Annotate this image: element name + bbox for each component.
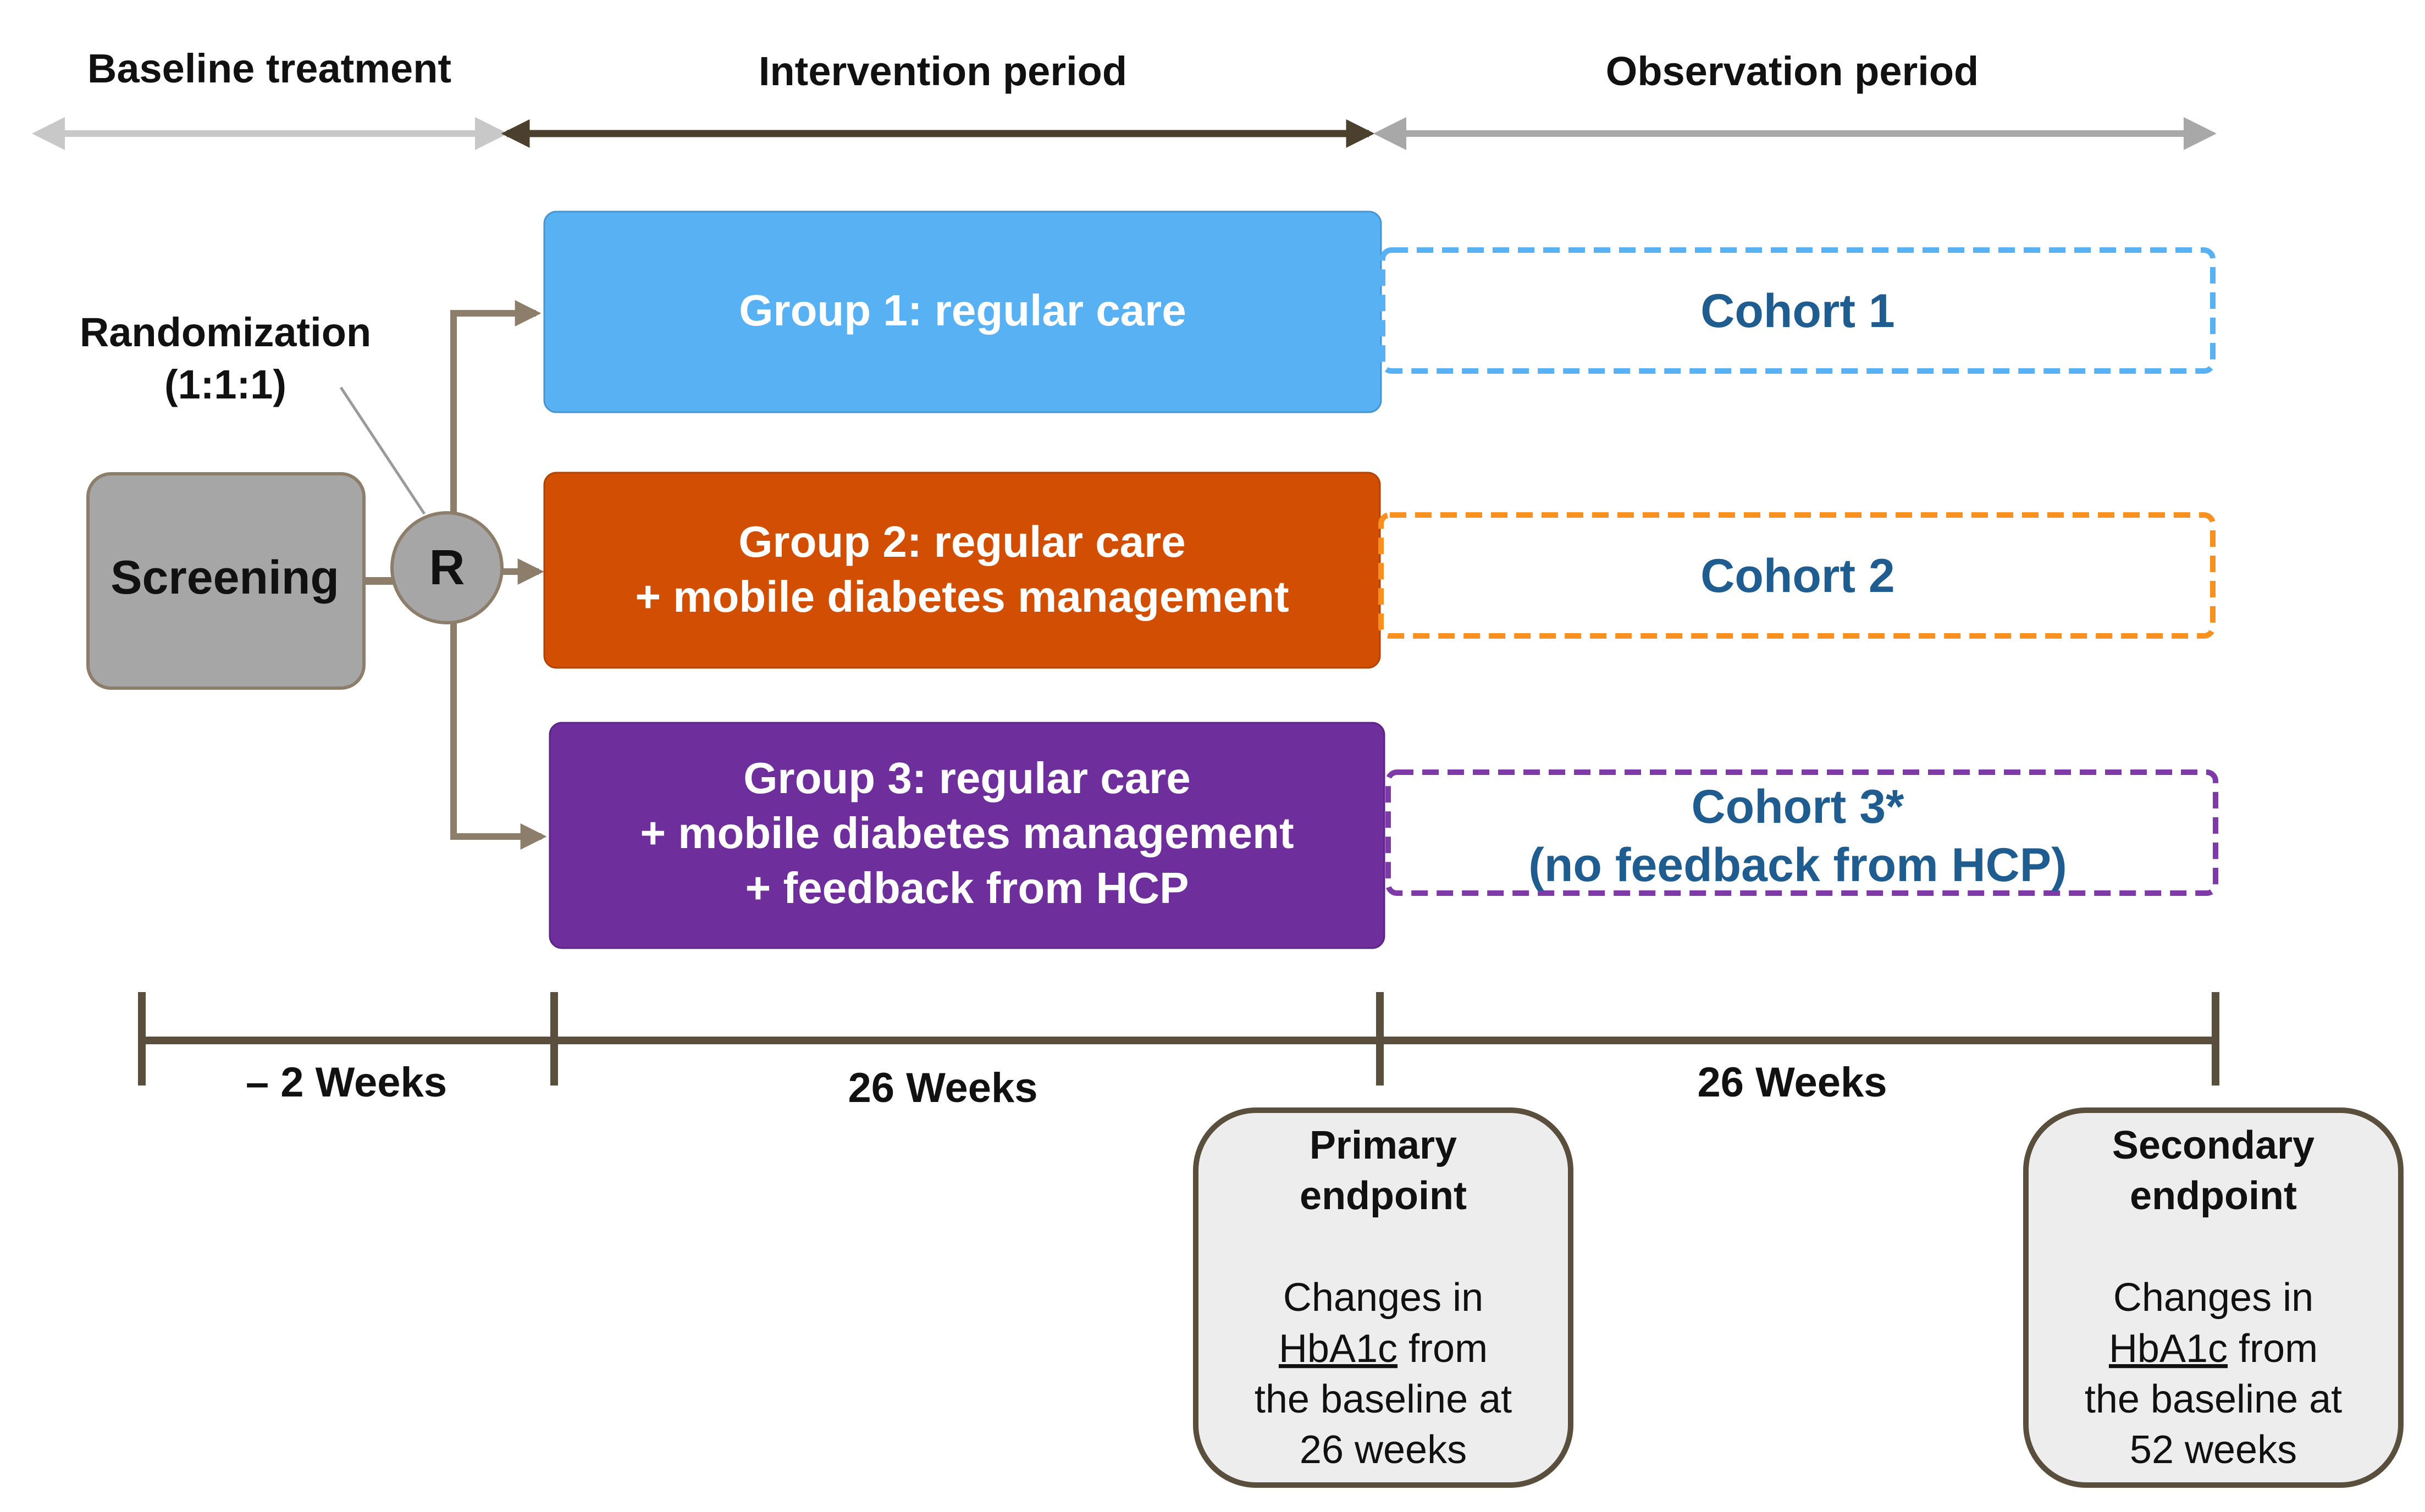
screening-label: Screening	[111, 551, 339, 604]
cohort-2-box	[1378, 512, 2216, 639]
randomization-ratio: (1:1:1)	[164, 362, 286, 407]
primary-endpoint-desc-2: HbA1c from	[1279, 1327, 1488, 1371]
group-1-line-1: Group 1: regular care	[739, 286, 1186, 335]
primary-endpoint-desc-1: Changes in	[1283, 1276, 1483, 1320]
cohort-3-line-2: (no feedback from HCP)	[1528, 839, 2067, 891]
group-2-box	[543, 472, 1381, 669]
period-observation-label: Observation period	[1606, 48, 1979, 94]
timeline-segment-2-label: 26 Weeks	[848, 1065, 1037, 1111]
randomization-node-label: R	[429, 540, 465, 595]
group-1-box	[543, 211, 1382, 413]
secondary-endpoint-hba1c: HbA1c	[2109, 1327, 2228, 1371]
primary-endpoint-hba1c: HbA1c	[1279, 1327, 1397, 1371]
group-2-line-1: Group 2: regular care	[738, 517, 1186, 566]
secondary-endpoint-title-1: Secondary	[2112, 1123, 2314, 1167]
group-3-line-2: + mobile diabetes management	[640, 808, 1294, 857]
group-3-line-1: Group 3: regular care	[743, 754, 1191, 802]
cohort-3-line-1: Cohort 3*	[1692, 780, 1905, 833]
cohort-1-label: Cohort 1	[1700, 285, 1895, 337]
group-3-box	[549, 722, 1385, 949]
secondary-endpoint-desc-4: 52 weeks	[2130, 1428, 2297, 1472]
timeline-segment-1-label: – 2 Weeks	[246, 1059, 447, 1106]
secondary-endpoint-title-2: endpoint	[2130, 1174, 2297, 1218]
randomization-label: Randomization	[80, 309, 371, 355]
period-baseline-label: Baseline treatment	[87, 46, 451, 91]
group-3-line-3: + feedback from HCP	[745, 863, 1189, 912]
secondary-endpoint-from: from	[2228, 1327, 2318, 1371]
secondary-endpoint-desc-1: Changes in	[2113, 1276, 2313, 1320]
primary-endpoint-box	[1193, 1107, 1573, 1488]
primary-endpoint-title-2: endpoint	[1300, 1174, 1467, 1218]
primary-endpoint-title-1: Primary	[1310, 1123, 1457, 1167]
group-2-line-2: + mobile diabetes management	[635, 572, 1289, 621]
period-intervention-label: Intervention period	[759, 48, 1127, 94]
secondary-endpoint-desc-2: HbA1c from	[2109, 1327, 2318, 1371]
randomization-pointer	[339, 386, 426, 515]
primary-endpoint-desc-4: 26 weeks	[1300, 1428, 1467, 1472]
primary-endpoint-desc-3: the baseline at	[1255, 1377, 1512, 1421]
randomization-node	[390, 511, 504, 624]
timeline-segment-3-label: 26 Weeks	[1697, 1059, 1887, 1106]
secondary-endpoint-desc-3: the baseline at	[2085, 1377, 2342, 1421]
cohort-2-label: Cohort 2	[1700, 550, 1895, 602]
cohort-1-box	[1380, 247, 2216, 374]
secondary-endpoint-box	[2023, 1107, 2404, 1488]
primary-endpoint-from: from	[1397, 1327, 1488, 1371]
cohort-3-box	[1385, 769, 2218, 896]
